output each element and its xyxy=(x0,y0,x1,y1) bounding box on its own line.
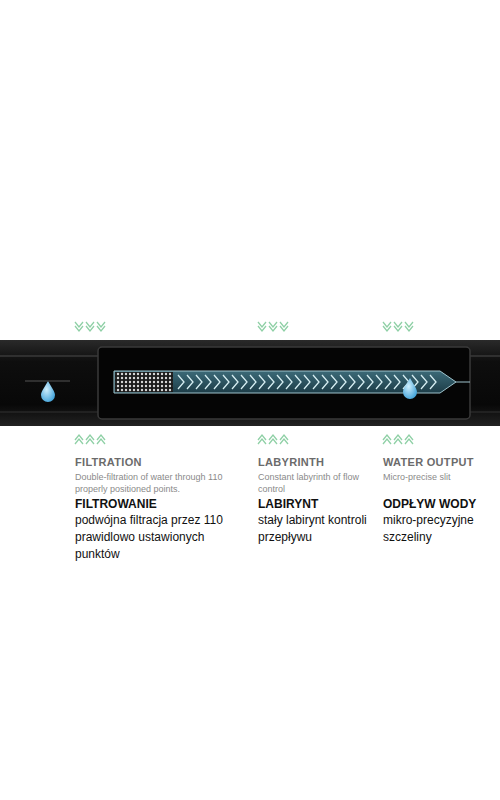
section-description: Micro-precise slit xyxy=(383,472,495,484)
outlet-slit xyxy=(456,382,470,383)
tube xyxy=(0,340,500,426)
chevron-stroke xyxy=(430,375,436,389)
chevron-up xyxy=(258,435,266,444)
chevron-stroke xyxy=(205,375,211,389)
chevron-stroke xyxy=(286,375,292,389)
tube-cutaway xyxy=(98,347,470,419)
chevron-up xyxy=(75,435,83,444)
chevron-stroke xyxy=(196,375,202,389)
chevron-down xyxy=(394,322,402,331)
chevron-down xyxy=(269,322,277,331)
chevron-down xyxy=(280,322,288,331)
section-description-pl: mikro-precyzyjne szczeliny xyxy=(383,512,495,546)
chevron-stroke xyxy=(313,375,319,389)
chevron-stroke xyxy=(295,375,301,389)
section-description: Constant labyrinth of flow control xyxy=(258,472,376,495)
water-drop xyxy=(403,378,417,399)
chevron-up xyxy=(97,435,105,444)
green-chevrons xyxy=(75,322,413,444)
chevron-stroke xyxy=(340,375,346,389)
chevron-stroke xyxy=(277,375,283,389)
chevron-stroke xyxy=(304,375,310,389)
chevron-down xyxy=(405,322,413,331)
section-heading: LABYRINTH xyxy=(258,456,376,470)
chevron-stroke xyxy=(358,375,364,389)
section-heading-pl: ODPŁYW WODY xyxy=(383,497,495,512)
chevron-stroke xyxy=(268,375,274,389)
filter-points xyxy=(115,372,173,392)
chevron-stroke xyxy=(376,375,382,389)
section-heading: WATER OUTPUT xyxy=(383,456,495,470)
chevron-stroke xyxy=(214,375,220,389)
chevron-stroke xyxy=(223,375,229,389)
chevron-stroke xyxy=(187,375,193,389)
chevron-up xyxy=(269,435,277,444)
chevron-stroke xyxy=(385,375,391,389)
section-heading-pl: LABIRYNT xyxy=(258,497,376,512)
chevron-down xyxy=(97,322,105,331)
water-line xyxy=(25,381,70,382)
chevron-stroke xyxy=(178,375,184,389)
chevron-stroke xyxy=(259,375,265,389)
chevron-stroke xyxy=(349,375,355,389)
section-description: Double-filtration of water through 110 p… xyxy=(75,472,250,495)
chevron-stroke xyxy=(241,375,247,389)
chevron-down xyxy=(383,322,391,331)
water-drop xyxy=(41,381,55,402)
chevron-stroke xyxy=(367,375,373,389)
chevron-stroke xyxy=(322,375,328,389)
section-description-pl: stały labirynt kontroli przepływu xyxy=(258,512,376,546)
section-heading-pl: FILTROWANIE xyxy=(75,497,250,512)
labyrinth-chevrons xyxy=(178,375,436,389)
chevron-stroke xyxy=(232,375,238,389)
section-heading: FILTRATION xyxy=(75,456,250,470)
chevron-down xyxy=(258,322,266,331)
chevron-down xyxy=(75,322,83,331)
chevron-up xyxy=(394,435,402,444)
chevron-up xyxy=(383,435,391,444)
chevron-stroke xyxy=(331,375,337,389)
chevron-down xyxy=(86,322,94,331)
chevron-up xyxy=(405,435,413,444)
chevron-up xyxy=(280,435,288,444)
chevron-stroke xyxy=(250,375,256,389)
chevron-stroke xyxy=(394,375,400,389)
section-description-pl: podwójna filtracja przez 110 prawidlowo … xyxy=(75,512,250,562)
chevron-up xyxy=(86,435,94,444)
chevron-stroke xyxy=(421,375,427,389)
